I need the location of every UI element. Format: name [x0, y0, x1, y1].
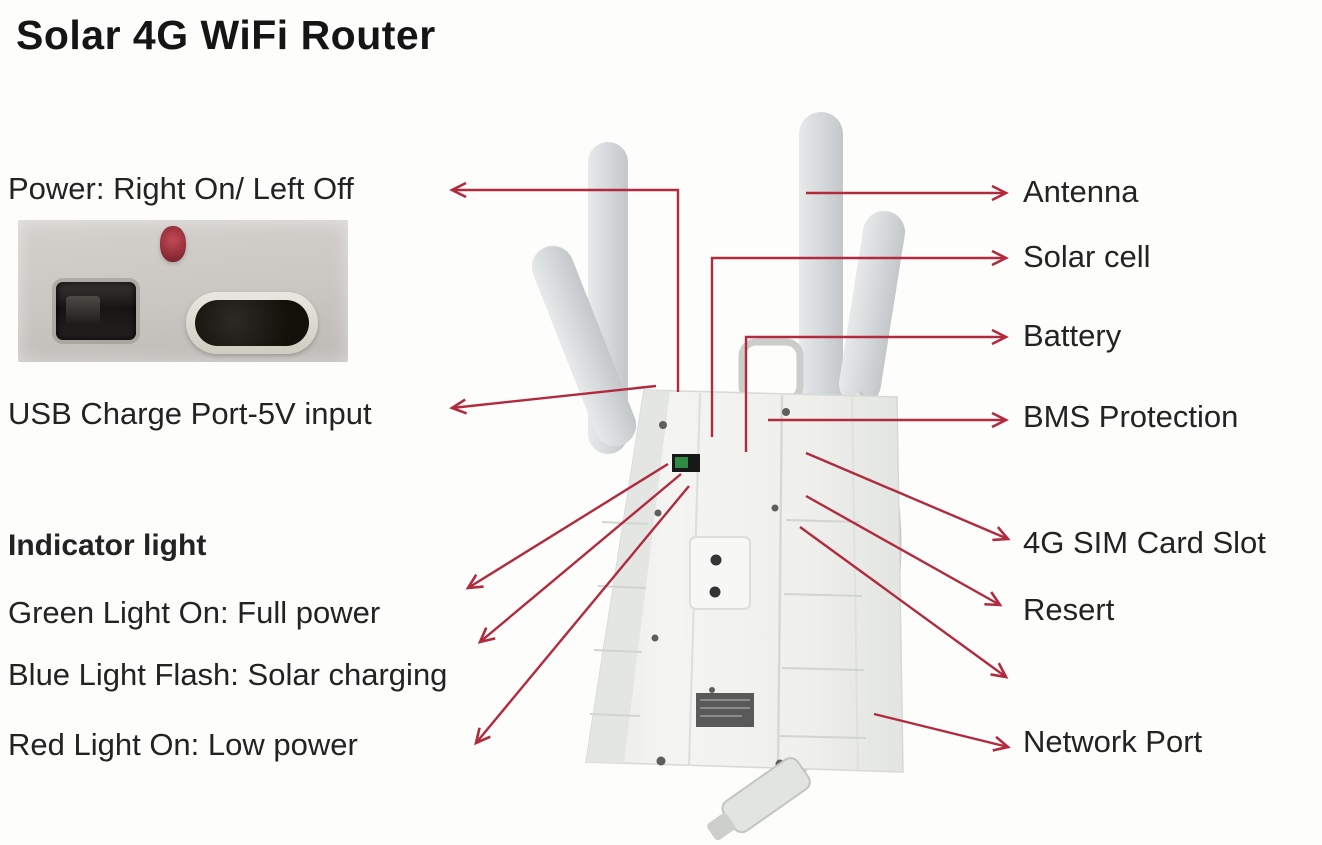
callout-arrows: [449, 181, 1011, 752]
router-body: [585, 389, 904, 773]
label-indicator-heading: Indicator light: [8, 529, 207, 562]
mount-plate: [689, 536, 751, 610]
left-facet: [586, 390, 670, 763]
callout-blue-light: [477, 473, 682, 644]
callout-usb: [449, 384, 657, 415]
callout-solar-cell: [710, 249, 1009, 437]
label-battery: Battery: [1023, 318, 1122, 353]
callout-sim: [805, 451, 1011, 542]
antenna-angled-right: [838, 210, 906, 406]
usb-c-port-icon: [186, 292, 318, 354]
indicator-led-window: [672, 454, 700, 472]
antenna-angled-left: [531, 245, 637, 447]
cable-connector: [707, 757, 811, 841]
label-solar-cell: Solar cell: [1023, 239, 1151, 274]
callout-lower-right: [799, 526, 1009, 679]
label-bms: BMS Protection: [1023, 399, 1239, 434]
label-reset: Resert: [1023, 592, 1115, 627]
label-antenna: Antenna: [1023, 174, 1139, 209]
power-switch-icon: [56, 282, 136, 340]
power-led-icon: [160, 226, 186, 262]
label-green-light: Green Light On: Full power: [8, 595, 381, 630]
label-sim-slot: 4G SIM Card Slot: [1023, 525, 1266, 560]
hanging-hook: [738, 338, 804, 404]
page-title: Solar 4G WiFi Router: [16, 12, 436, 58]
spec-sticker: [696, 693, 754, 727]
callout-power: [449, 181, 680, 392]
switch-knob-icon: [66, 296, 100, 326]
callout-network: [873, 712, 1011, 752]
label-red-light: Red Light On: Low power: [8, 727, 358, 762]
power-usb-closeup-photo: [18, 220, 348, 362]
callout-battery: [744, 328, 1009, 452]
usb-c-opening-icon: [195, 300, 309, 346]
label-network-port: Network Port: [1023, 724, 1203, 759]
callout-red-light: [474, 485, 690, 746]
antenna-upright-right: [799, 112, 843, 442]
callout-green-light: [465, 462, 669, 590]
antennas: [531, 112, 906, 454]
label-power: Power: Right On/ Left Off: [8, 171, 354, 206]
callout-reset: [805, 494, 1003, 607]
label-blue-light: Blue Light Flash: Solar charging: [8, 657, 448, 692]
label-usb-charge-port: USB Charge Port-5V input: [8, 396, 372, 431]
